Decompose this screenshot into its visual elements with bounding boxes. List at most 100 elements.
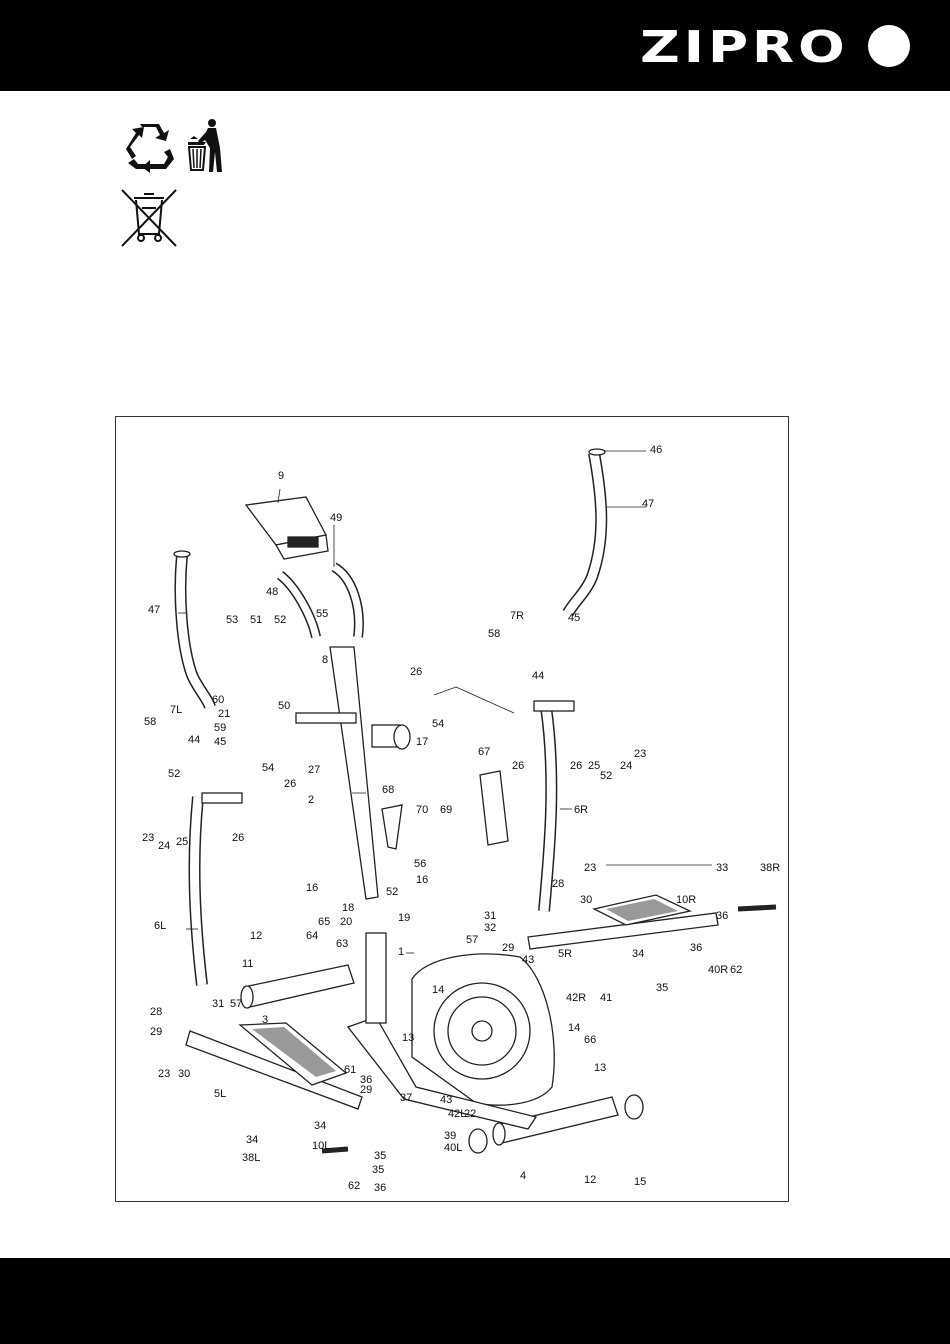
part-label: 60 (212, 694, 224, 706)
part-label: 36 (716, 910, 728, 922)
part-label: 6R (574, 804, 588, 816)
part-label: 29 (360, 1084, 372, 1096)
part-label: 31 (484, 910, 496, 922)
part-label: 54 (262, 762, 274, 774)
part-label: 23 (158, 1068, 170, 1080)
part-label: 45 (214, 736, 226, 748)
page-indicator-dot (868, 25, 910, 67)
part-label: 8 (322, 654, 328, 666)
part-label: 52 (274, 614, 286, 626)
part-label: 67 (478, 746, 490, 758)
part-label: 25 (176, 836, 188, 848)
part-label: 24 (158, 840, 170, 852)
part-label: 58 (144, 716, 156, 728)
part-label: 68 (382, 784, 394, 796)
part-label: 23 (142, 832, 154, 844)
part-label: 4 (520, 1170, 526, 1182)
part-label: 5L (214, 1088, 226, 1100)
part-label: 12 (250, 930, 262, 942)
part-label: 7L (170, 704, 182, 716)
part-label: 45 (568, 612, 580, 624)
part-label: 19 (398, 912, 410, 924)
recycle-icon (126, 124, 174, 173)
part-label: 34 (314, 1120, 326, 1132)
part-label: 13 (402, 1032, 414, 1044)
part-label: 65 (318, 916, 330, 928)
part-label: 38L (242, 1152, 260, 1164)
part-label: 26 (570, 760, 582, 772)
part-label: 16 (306, 882, 318, 894)
part-label: 49 (330, 512, 342, 524)
part-label: 3 (262, 1014, 268, 1026)
part-label: 33 (716, 862, 728, 874)
part-label: 34 (246, 1134, 258, 1146)
part-label: 26 (410, 666, 422, 678)
part-label: 29 (150, 1026, 162, 1038)
part-label: 23 (634, 748, 646, 760)
part-label: 59 (214, 722, 226, 734)
part-label: 36 (690, 942, 702, 954)
part-label: 24 (620, 760, 632, 772)
part-label: 12 (584, 1174, 596, 1186)
part-label: 42L (448, 1108, 466, 1120)
part-label: 26 (232, 832, 244, 844)
part-label: 25 (588, 760, 600, 772)
part-label: 46 (650, 444, 662, 456)
crossed-out-wheelie-bin-icon (121, 189, 177, 247)
part-label: 41 (600, 992, 612, 1004)
part-label: 26 (512, 760, 524, 772)
footer-bar (0, 1258, 950, 1344)
part-label: 10L (312, 1140, 330, 1152)
part-label: 38R (760, 862, 780, 874)
part-label: 50 (278, 700, 290, 712)
part-label: 47 (642, 498, 654, 510)
part-label: 15 (634, 1176, 646, 1188)
part-label: 62 (348, 1180, 360, 1192)
part-label: 29 (502, 942, 514, 954)
part-label: 47 (148, 604, 160, 616)
part-label: 42R (566, 992, 586, 1004)
part-label: 21 (218, 708, 230, 720)
part-label: 35 (374, 1150, 386, 1162)
part-label: 27 (308, 764, 320, 776)
part-label: 35 (656, 982, 668, 994)
part-label: 44 (188, 734, 200, 746)
part-label: 52 (600, 770, 612, 782)
part-label: 43 (522, 954, 534, 966)
part-label: 40R (708, 964, 728, 976)
part-label: 39 (444, 1130, 456, 1142)
part-label: 23 (584, 862, 596, 874)
part-label: 17 (416, 736, 428, 748)
part-label: 40L (444, 1142, 462, 1154)
brand-logo: ZIPRO (640, 22, 849, 73)
part-label: 57 (230, 998, 242, 1010)
header-bar (0, 0, 950, 91)
part-label: 31 (212, 998, 224, 1010)
part-label: 35 (372, 1164, 384, 1176)
part-label: 5R (558, 948, 572, 960)
part-label: 70 (416, 804, 428, 816)
part-label: 32 (484, 922, 496, 934)
part-label: 66 (584, 1034, 596, 1046)
part-label: 16 (416, 874, 428, 886)
part-label: 53 (226, 614, 238, 626)
part-label: 10R (676, 894, 696, 906)
part-label: 30 (580, 894, 592, 906)
part-label: 26 (284, 778, 296, 790)
part-label: 52 (386, 886, 398, 898)
part-label: 51 (250, 614, 262, 626)
part-label: 6L (154, 920, 166, 932)
part-label: 20 (340, 916, 352, 928)
part-label: 2 (308, 794, 314, 806)
part-label: 28 (552, 878, 564, 890)
part-label: 48 (266, 586, 278, 598)
part-label: 22 (464, 1108, 476, 1120)
part-label: 63 (336, 938, 348, 950)
part-label: 56 (414, 858, 426, 870)
part-label: 34 (632, 948, 644, 960)
part-label: 13 (594, 1062, 606, 1074)
part-label: 64 (306, 930, 318, 942)
part-label: 37 (400, 1092, 412, 1104)
part-label: 43 (440, 1094, 452, 1106)
